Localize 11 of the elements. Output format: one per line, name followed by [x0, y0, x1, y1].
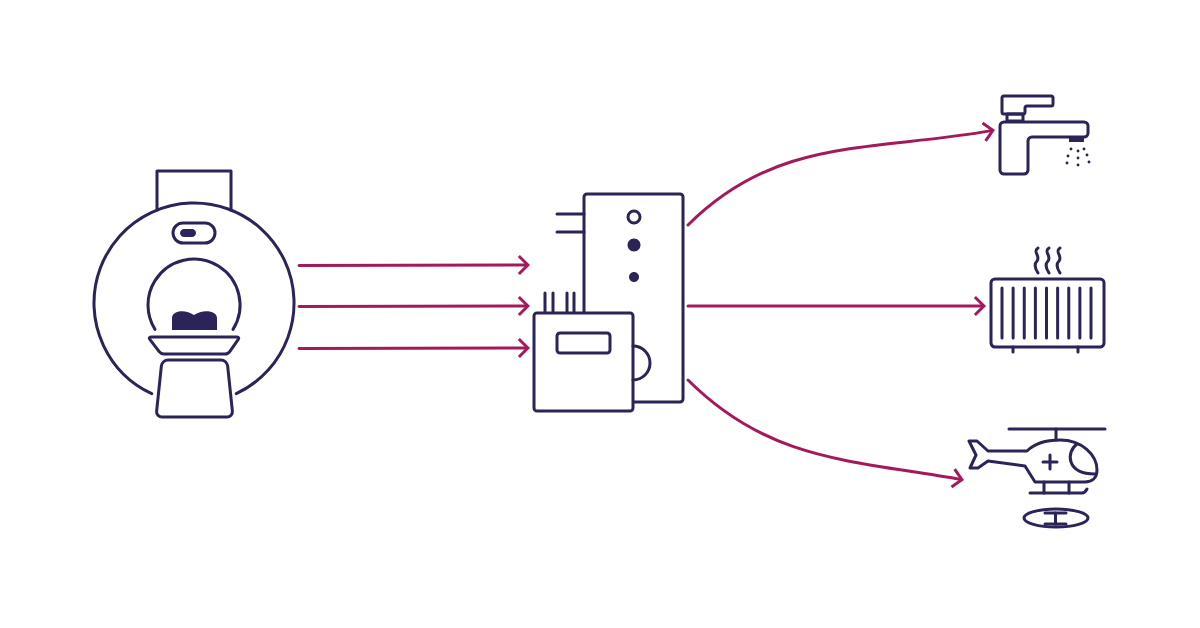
arrow — [297, 337, 530, 359]
arrow — [297, 295, 530, 317]
helicopter — [967, 427, 1107, 529]
heat-exchanger-unit — [532, 192, 685, 413]
water-tap — [998, 94, 1091, 176]
radiator — [989, 246, 1106, 354]
arrow — [686, 121, 995, 227]
arrow — [686, 378, 964, 489]
arrow — [297, 254, 530, 276]
arrow — [686, 295, 986, 317]
mri-scanner — [92, 169, 296, 419]
